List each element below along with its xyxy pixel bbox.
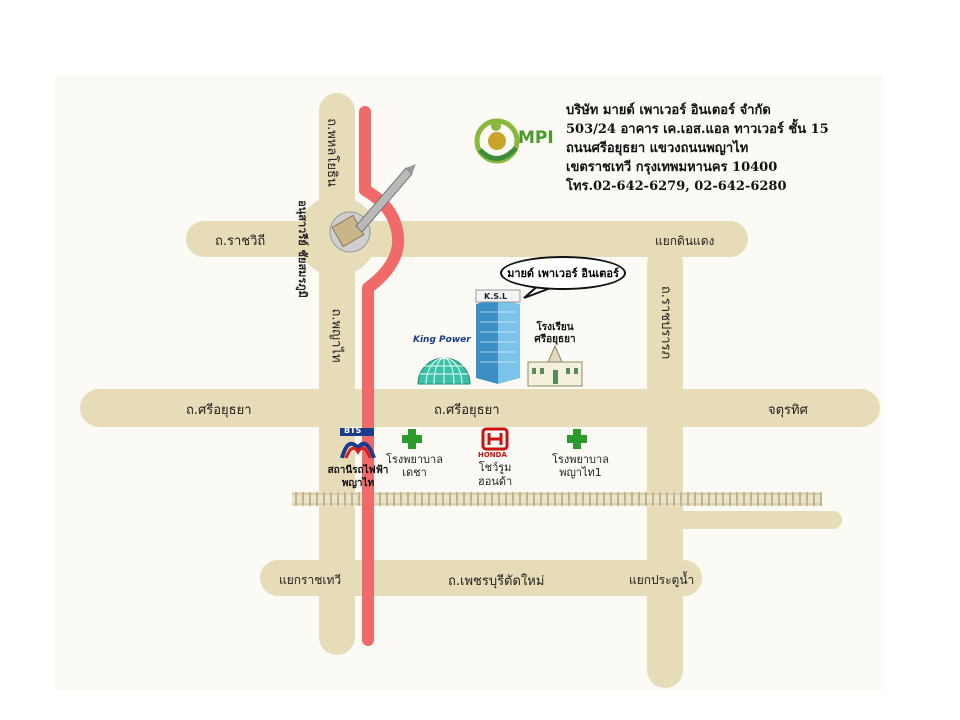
- company-name: บริษัท มายด์ เพาเวอร์ อินเตอร์ จำกัด: [566, 103, 771, 118]
- honda-logo-icon: [481, 427, 509, 451]
- hospital-cross-icon: [402, 429, 422, 449]
- bts-line: [359, 106, 405, 646]
- mpi-logo-text: MPI: [518, 128, 554, 148]
- landmark-label-school: โรงเรียน ศรีอยุธยา: [534, 322, 576, 345]
- intersection-label-pratunam: แยกประตูน้ำ: [629, 573, 695, 587]
- victory-monument-icon: [329, 164, 416, 253]
- road-label-phahonyothin: ถ.พหลโยธิน: [323, 118, 339, 187]
- landmark-label-king-power: King Power: [413, 335, 471, 345]
- company-address-line1: 503/24 อาคาร เค.เอส.แอล ทาวเวอร์ ชั้น 15: [566, 122, 829, 137]
- ksl-tower-icon: [475, 289, 521, 384]
- railway: [292, 492, 822, 506]
- road-label-ratchawithi: ถ.ราชวิถี: [215, 234, 266, 249]
- school-building-icon: [527, 344, 583, 387]
- honda-logo-text: HONDA: [478, 451, 507, 459]
- bts-logo-text: BTS: [344, 426, 362, 435]
- landmark-label-hospital2: โรงพยาบาล พญาไท1: [552, 453, 609, 479]
- company-callout: มายด์ เพาเวอร์ อินเตอร์: [500, 256, 626, 290]
- hospital-cross-icon: [567, 429, 587, 449]
- road-label-sri-ayutthaya-left: ถ.ศรีอยุธยา: [186, 403, 252, 418]
- intersection-label-din-daeng: แยกดินแดง: [655, 234, 715, 248]
- road-label-phetchaburi: ถ.เพชรบุรีตัดใหม่: [448, 574, 545, 589]
- company-address-line2: ถนนศรีอยุธยา แขวงถนนพญาไท: [566, 141, 749, 156]
- landmark-label-hospital1: โรงพยาบาล เดชา: [386, 453, 443, 479]
- road-side-branch: [664, 511, 842, 529]
- king-power-dome-icon: [417, 357, 471, 385]
- intersection-label-ratchathewi: แยกราชเทวี: [279, 573, 342, 587]
- company-address-line3: เขตราชเทวี กรุงเทพมหานคร 10400: [566, 160, 778, 175]
- landmark-label-ksl: K.S.L: [484, 292, 508, 301]
- landmark-label-bts-station: สถานีรถไฟฟ้า พญาไท: [327, 465, 389, 489]
- landmark-label-honda: โชว์รูม ฮอนด้า: [478, 461, 513, 488]
- mpi-logo-icon: [474, 118, 520, 164]
- road-label-sri-ayutthaya-center: ถ.ศรีอยุธยา: [434, 403, 500, 418]
- company-phone: โทร.02-642-6279, 02-642-6280: [566, 179, 787, 194]
- bts-logo-icon: [340, 428, 376, 459]
- intersection-label-chatuchak: จตุรทิศ: [768, 403, 808, 418]
- company-info: บริษัท มายด์ เพาเวอร์ อินเตอร์ จำกัด 503…: [566, 101, 829, 196]
- landmark-label-monument: อนุสาวรีย์ ชัยสมรภูมิ: [295, 200, 309, 298]
- road-label-ratchaprarop: ถ.ราชปรารภ: [658, 285, 674, 360]
- road-label-phayathai: ถ.พญาไท: [328, 308, 344, 363]
- road-sri-ayutthaya: [80, 389, 880, 427]
